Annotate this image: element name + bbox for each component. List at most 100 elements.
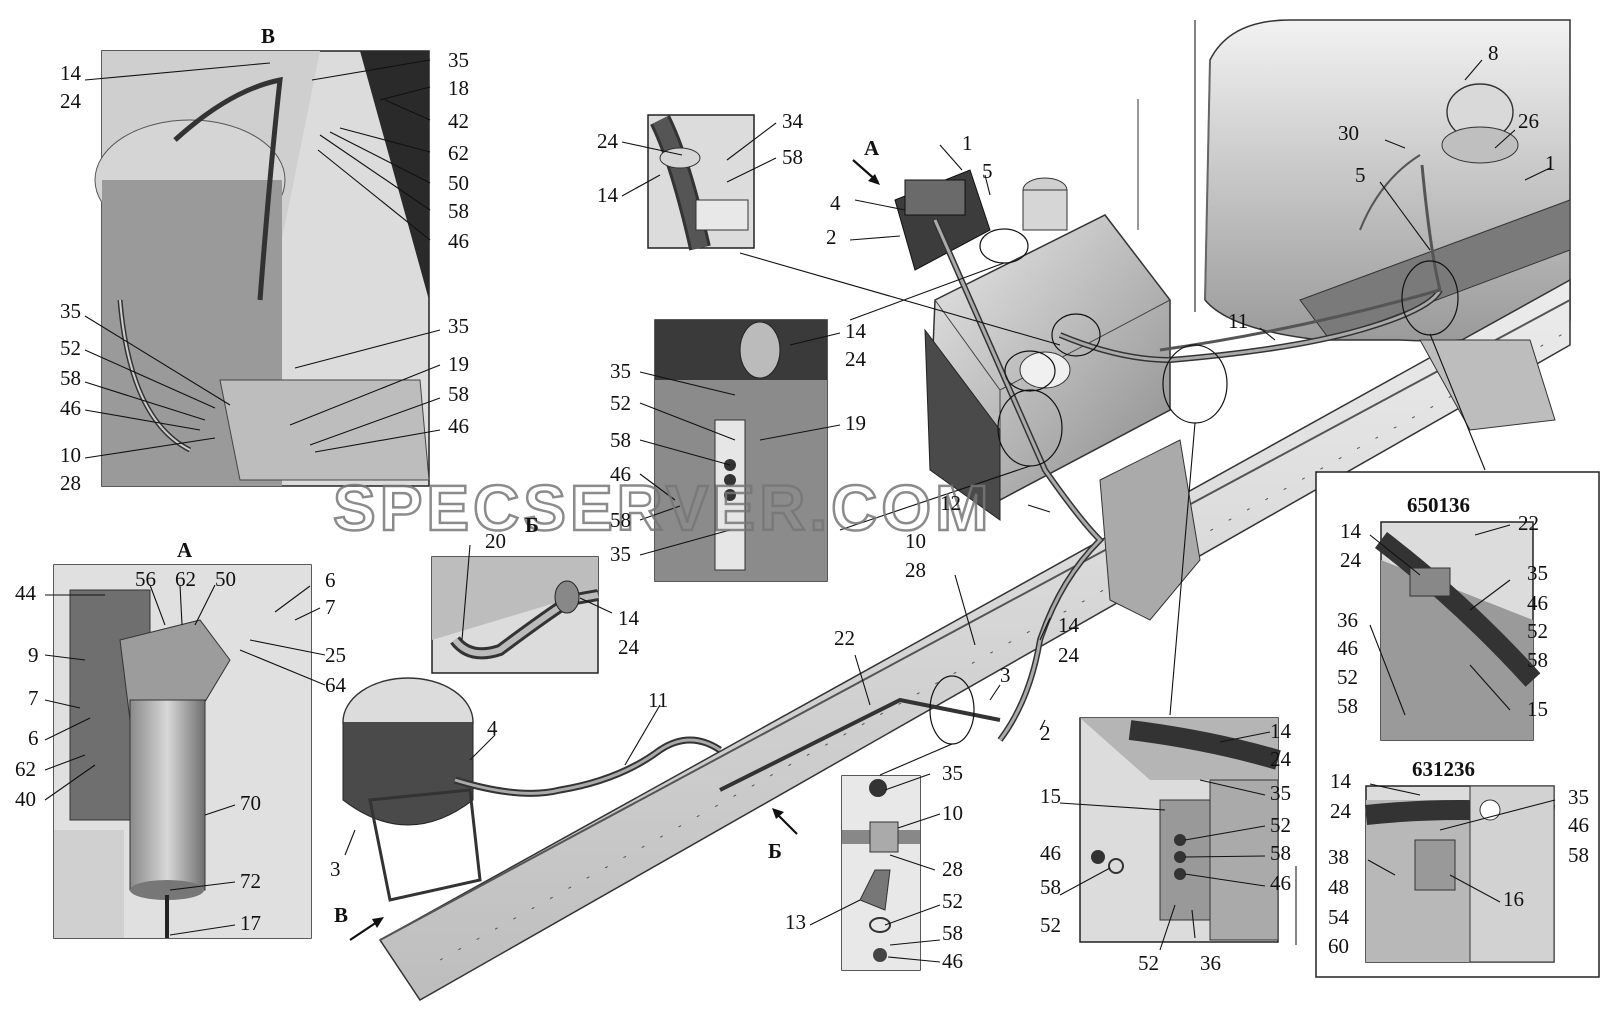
- part-label: 18: [448, 76, 469, 100]
- title-variant-650136: 650136: [1407, 493, 1470, 517]
- part-label: 46: [1337, 636, 1358, 660]
- part-label: 28: [905, 558, 926, 582]
- part-label: 4: [830, 191, 841, 215]
- part-label: 46: [1040, 841, 1061, 865]
- part-label: 46: [1270, 871, 1291, 895]
- part-label: 30: [1338, 121, 1359, 145]
- part-label: 2: [1040, 721, 1051, 745]
- part-label: 40: [15, 787, 36, 811]
- part-label: 1: [962, 131, 973, 155]
- labels-detail-15: 14 24 35 15 52 58 46 46 58 52 52 36: [1040, 719, 1292, 975]
- part-label: 24: [1270, 747, 1292, 771]
- part-label: 25: [325, 643, 346, 667]
- part-label: 70: [240, 791, 261, 815]
- part-label: 5: [1355, 163, 1366, 187]
- arrow-label-a: А: [864, 136, 880, 160]
- title-variant-631236: 631236: [1412, 757, 1475, 781]
- part-label: 52: [942, 889, 963, 913]
- part-label: 10: [905, 529, 926, 553]
- part-label: 16: [1503, 887, 1524, 911]
- part-label: 36: [1337, 608, 1358, 632]
- detail-view-v: [94, 50, 430, 487]
- part-label: 2: [826, 225, 837, 249]
- part-label: 44: [15, 581, 37, 605]
- part-label: 58: [1568, 843, 1589, 867]
- labels-detail-10: 35 10 28 13 52 58 46: [785, 761, 963, 973]
- part-label: 46: [448, 414, 469, 438]
- part-label: 24: [597, 129, 619, 153]
- part-label: 58: [610, 508, 631, 532]
- view-arrows: [349, 159, 880, 941]
- part-label: 35: [1527, 561, 1548, 585]
- watermark: SPECSERVER.COM: [333, 472, 992, 544]
- part-label: 54: [1328, 905, 1350, 929]
- part-label: 58: [782, 145, 803, 169]
- detail-view-15: [1079, 717, 1281, 943]
- part-label: 62: [175, 567, 196, 591]
- part-label: 64: [325, 673, 347, 697]
- part-label: 58: [1040, 875, 1061, 899]
- part-label: 7: [325, 595, 336, 619]
- part-label: 50: [448, 171, 469, 195]
- part-label: 46: [1568, 813, 1589, 837]
- part-label: 35: [448, 314, 469, 338]
- part-label: 24: [618, 635, 640, 659]
- part-label: 58: [1270, 841, 1291, 865]
- part-label: 3: [1000, 663, 1011, 687]
- part-label: 46: [448, 229, 469, 253]
- part-label: 9: [28, 643, 39, 667]
- part-label: 36: [1200, 951, 1221, 975]
- labels-main: 1 5 4 2 8 30 26 5 1 11 12 10 28 14 24 22…: [330, 41, 1556, 881]
- part-label: 22: [834, 626, 855, 650]
- part-label: 24: [1340, 548, 1362, 572]
- labels-detail-bb: 20 14 24: [485, 529, 640, 659]
- part-label: 35: [1568, 785, 1589, 809]
- part-label: 24: [845, 347, 867, 371]
- part-label: 56: [135, 567, 156, 591]
- part-label: 58: [610, 428, 631, 452]
- part-label: 38: [1328, 845, 1349, 869]
- title-detail-v: В: [261, 24, 275, 48]
- labels-detail-top: 24 14 34 58: [597, 109, 804, 207]
- part-label: 35: [1270, 781, 1291, 805]
- part-label: 11: [1228, 309, 1248, 333]
- part-label: 15: [1527, 697, 1548, 721]
- part-label: 11: [648, 688, 668, 712]
- title-detail-bb: Б: [525, 513, 539, 537]
- part-label: 14: [1340, 519, 1362, 543]
- part-label: 8: [1488, 41, 1499, 65]
- arrow-label-v: В: [334, 903, 348, 927]
- part-label: 62: [15, 757, 36, 781]
- part-label: 19: [845, 411, 866, 435]
- part-label: 24: [60, 89, 82, 113]
- part-label: 62: [448, 141, 469, 165]
- part-label: 42: [448, 109, 469, 133]
- part-label: 14: [1270, 719, 1292, 743]
- part-label: 5: [982, 159, 993, 183]
- detail-titles: В А Б 650136 631236 А В Б: [177, 24, 1475, 927]
- part-label: 28: [60, 471, 81, 495]
- part-label: 10: [60, 443, 81, 467]
- part-label: 12: [940, 491, 961, 515]
- part-label: 14: [1330, 769, 1352, 793]
- part-label: 20: [485, 529, 506, 553]
- part-label: 52: [1138, 951, 1159, 975]
- part-label: 35: [942, 761, 963, 785]
- part-label: 13: [785, 910, 806, 934]
- part-label: 10: [942, 801, 963, 825]
- part-label: 26: [1518, 109, 1539, 133]
- part-label: 6: [325, 568, 336, 592]
- part-label: 14: [618, 606, 640, 630]
- part-label: 46: [60, 396, 81, 420]
- part-label: 4: [487, 716, 498, 740]
- part-label: 50: [215, 567, 236, 591]
- part-label: 14: [60, 61, 82, 85]
- part-label: 48: [1328, 875, 1349, 899]
- part-label: 58: [942, 921, 963, 945]
- title-detail-a: А: [177, 538, 193, 562]
- part-label: 19: [448, 352, 469, 376]
- detail-view-10: [841, 775, 921, 971]
- part-label: 58: [60, 366, 81, 390]
- part-label: 15: [1040, 784, 1061, 808]
